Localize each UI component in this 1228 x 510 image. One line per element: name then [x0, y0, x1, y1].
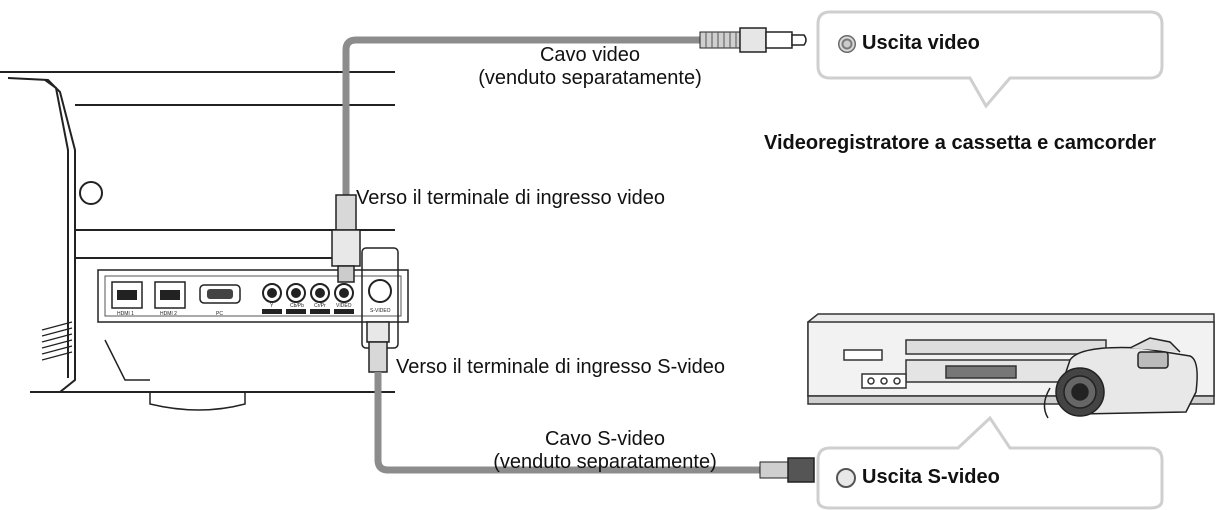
svideo-label: S-VIDEO — [370, 308, 391, 314]
panel-port-labels: HDMI 1 HDMI 2 PC Y Cb/Pb Cr/Pr VIDEO S-V… — [117, 303, 391, 317]
video-label: VIDEO — [336, 303, 352, 309]
video-output-bubble — [816, 10, 1164, 109]
svideo-output-text: Uscita S-video — [862, 466, 1000, 488]
cb-label: Cb/Pb — [290, 303, 304, 309]
hdmi-2-port — [154, 281, 186, 309]
video-cable — [331, 27, 807, 283]
projector — [0, 71, 395, 411]
y-label: Y — [270, 303, 274, 309]
svideo-cable-label: Cavo S-video (venduto separatamente) — [440, 428, 770, 474]
input-panel — [97, 269, 409, 323]
svideo-cable-line2: (venduto separatamente) — [493, 451, 717, 473]
cr-label: Cr/Pr — [314, 303, 326, 309]
component-ports — [262, 283, 354, 303]
video-output-text: Uscita video — [862, 32, 980, 54]
camcorder — [1043, 337, 1198, 419]
svideo-cable-line1: Cavo S-video — [544, 428, 666, 450]
video-cable-line1: Cavo video — [539, 44, 641, 66]
pc-port — [199, 284, 241, 304]
to-svideo-input-label: Verso il terminale di ingresso S-video — [396, 356, 726, 378]
svideo-port — [368, 279, 392, 303]
svideo-jack-icon — [836, 467, 856, 488]
video-output-label: Uscita video — [838, 32, 980, 55]
device-title: Videoregistratore a cassetta e camcorder — [764, 132, 1157, 154]
hdmi2-label: HDMI 2 — [160, 311, 177, 317]
video-jack-icon — [838, 34, 856, 53]
to-video-input-label: Verso il terminale di ingresso video — [356, 187, 666, 209]
pc-label: PC — [216, 311, 223, 317]
svideo-output-label: Uscita S-video — [836, 466, 1000, 489]
svideo-output-bubble — [816, 415, 1164, 510]
hdmi-1-port — [111, 281, 143, 309]
video-cable-line2: (venduto separatamente) — [478, 67, 702, 89]
hdmi1-label: HDMI 1 — [117, 311, 134, 317]
svideo-cable — [361, 247, 815, 483]
video-cable-label: Cavo video (venduto separatamente) — [440, 44, 740, 90]
